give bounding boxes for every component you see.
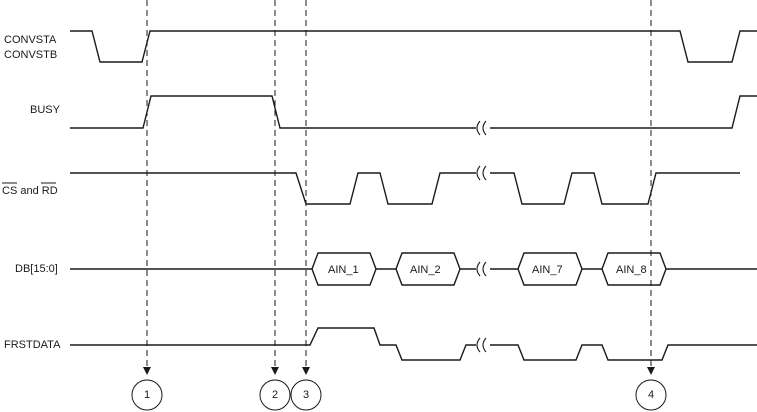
db-label-ain8: AIN_8 [616,264,647,276]
marker-1-label: 1 [144,389,150,401]
db-break [476,261,490,277]
marker-2-label: 2 [272,389,278,401]
label-convsta: CONVSTA [4,34,57,46]
marker-2: 2 [259,379,291,411]
db-label-ain1: AIN_1 [328,264,359,276]
label-frstdata: FRSTDATA [4,339,61,351]
marker-line-1 [143,0,151,375]
wave-db [70,252,757,286]
marker-line-2 [271,0,279,375]
marker-4-label: 4 [648,389,654,401]
label-convstb: CONVSTB [4,49,57,61]
wave-convst [70,30,757,63]
label-and: and [20,185,38,197]
label-cs-and-rd: CS and RD [2,185,58,197]
marker-line-4 [647,0,655,375]
cs-rd-break [476,165,490,181]
db-label-ain7: AIN_7 [532,264,563,276]
marker-1: 1 [131,379,163,411]
marker-line-3 [302,0,310,375]
label-db: DB[15:0] [15,263,58,275]
busy-break [476,120,490,136]
frstdata-break [476,337,490,353]
marker-3-label: 3 [303,389,309,401]
db-label-ain2: AIN_2 [410,264,441,276]
marker-4: 4 [635,379,667,411]
label-rd: RD [42,185,58,197]
wave-frstdata [70,327,757,361]
wave-cs-rd [70,172,740,205]
label-cs: CS [2,185,17,197]
marker-3: 3 [290,379,322,411]
wave-busy [70,95,757,129]
label-busy: BUSY [30,104,61,116]
